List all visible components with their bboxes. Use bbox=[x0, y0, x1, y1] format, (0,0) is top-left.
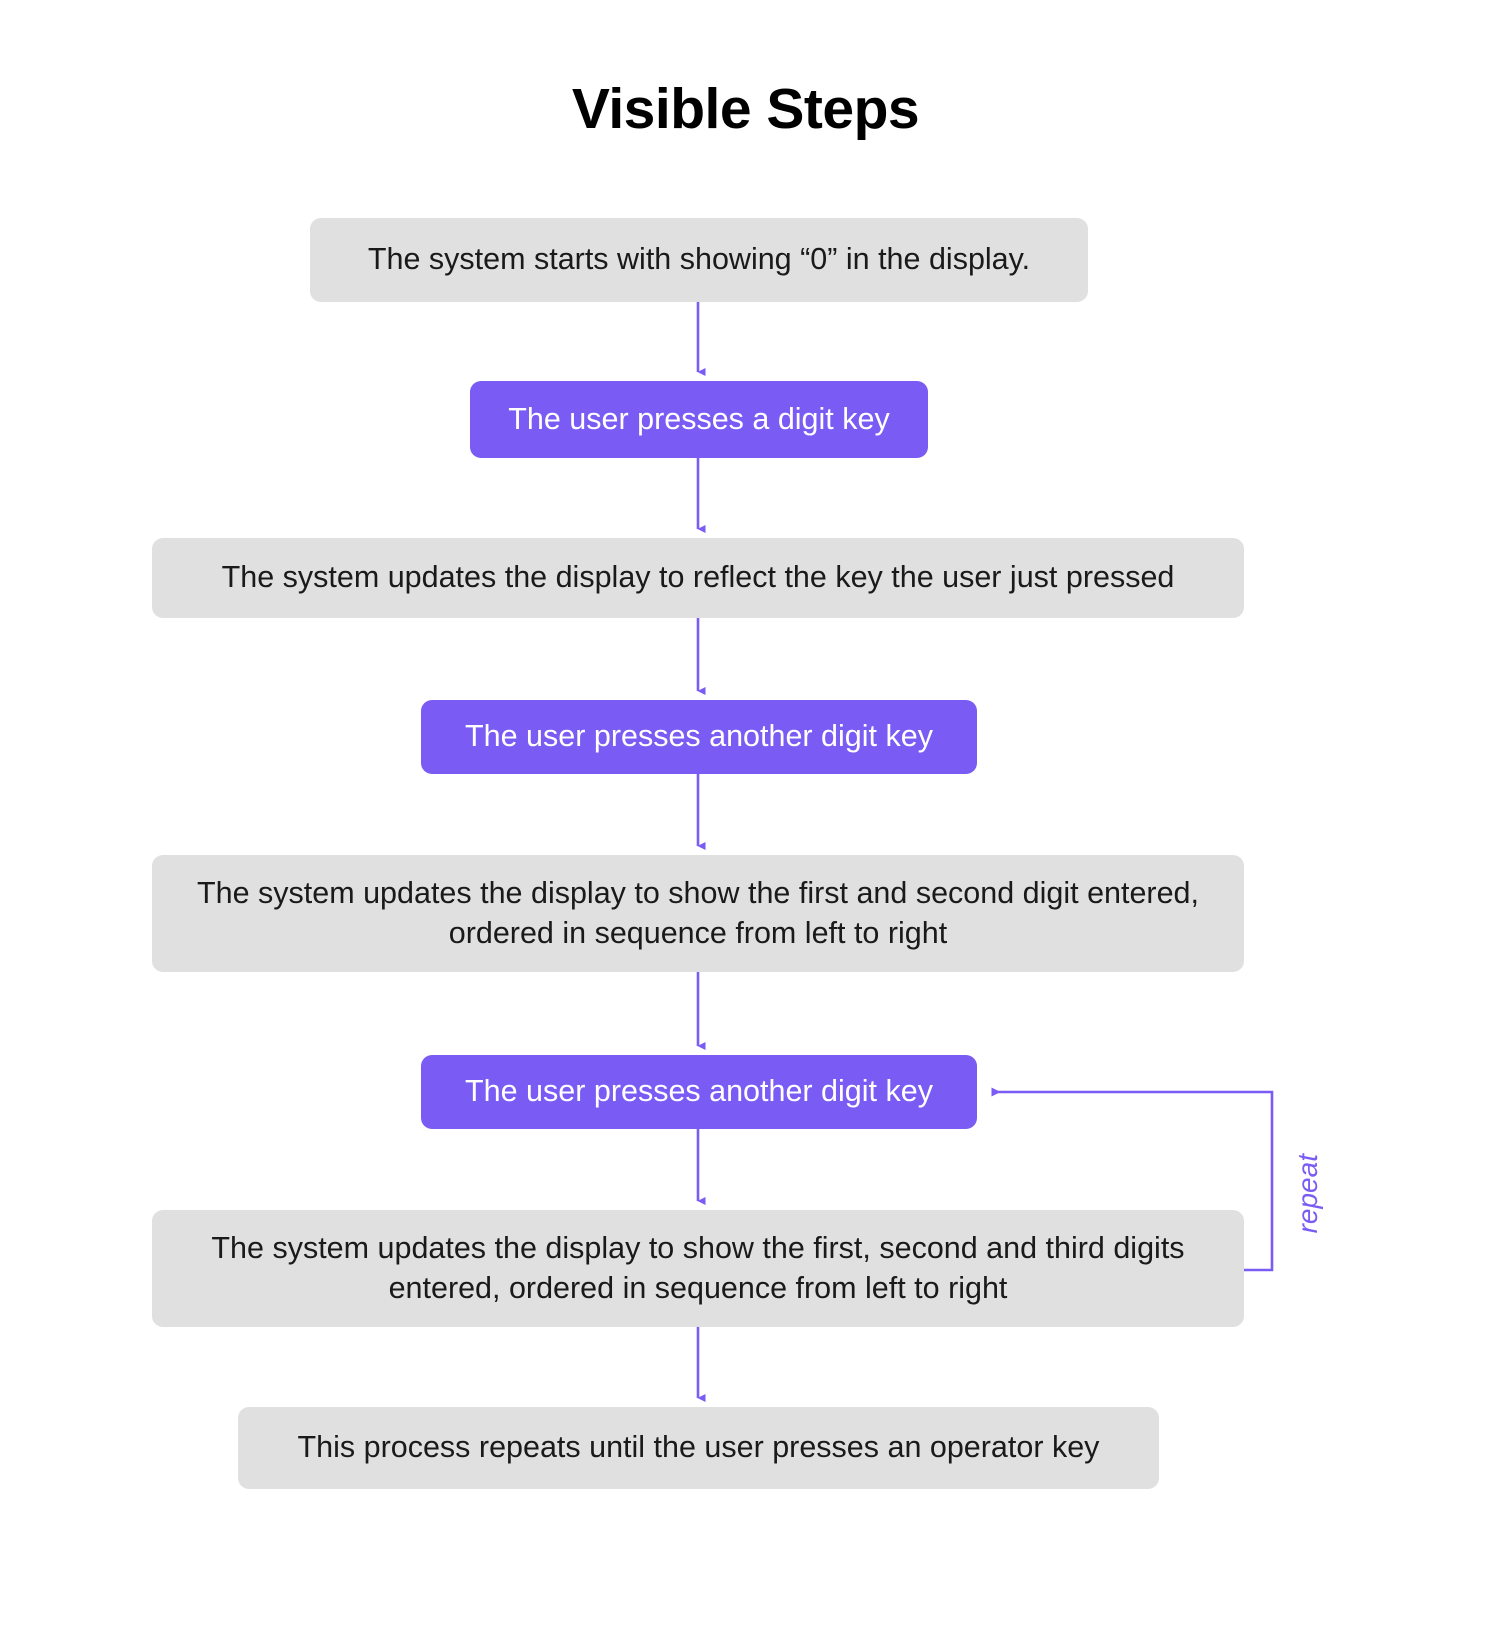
flow-node-label: The user presses another digit key bbox=[465, 1074, 933, 1109]
flow-node-label: This process repeats until the user pres… bbox=[297, 1430, 1100, 1465]
edge-label-repeat: repeat bbox=[1286, 1124, 1330, 1264]
flow-node-label: The system starts with showing “0” in th… bbox=[367, 242, 1031, 277]
flow-node-user-press-digit[interactable]: The user presses a digit key bbox=[470, 381, 928, 458]
flow-node-system-update-second[interactable]: The system updates the display to show t… bbox=[152, 855, 1244, 972]
flow-node-user-press-another-digit-1[interactable]: The user presses another digit key bbox=[421, 700, 977, 774]
flow-node-system-update-first[interactable]: The system updates the display to reflec… bbox=[152, 538, 1244, 618]
flow-node-label: The system updates the display to show t… bbox=[197, 876, 1199, 950]
flow-node-label: The system updates the display to reflec… bbox=[221, 560, 1175, 595]
flow-node-system-update-third[interactable]: The system updates the display to show t… bbox=[152, 1210, 1244, 1327]
edge-label-repeat-text: repeat bbox=[1292, 1154, 1323, 1234]
page-title: Visible Steps bbox=[571, 77, 920, 141]
flow-node-system-repeat-until-operator[interactable]: This process repeats until the user pres… bbox=[238, 1407, 1159, 1489]
flow-node-label: The user presses a digit key bbox=[508, 401, 890, 436]
flow-node-system-start[interactable]: The system starts with showing “0” in th… bbox=[310, 218, 1088, 302]
flow-node-label: The system updates the display to show t… bbox=[211, 1231, 1185, 1305]
flow-node-user-press-another-digit-2[interactable]: The user presses another digit key bbox=[421, 1055, 977, 1129]
flow-node-label: The user presses another digit key bbox=[465, 719, 933, 754]
